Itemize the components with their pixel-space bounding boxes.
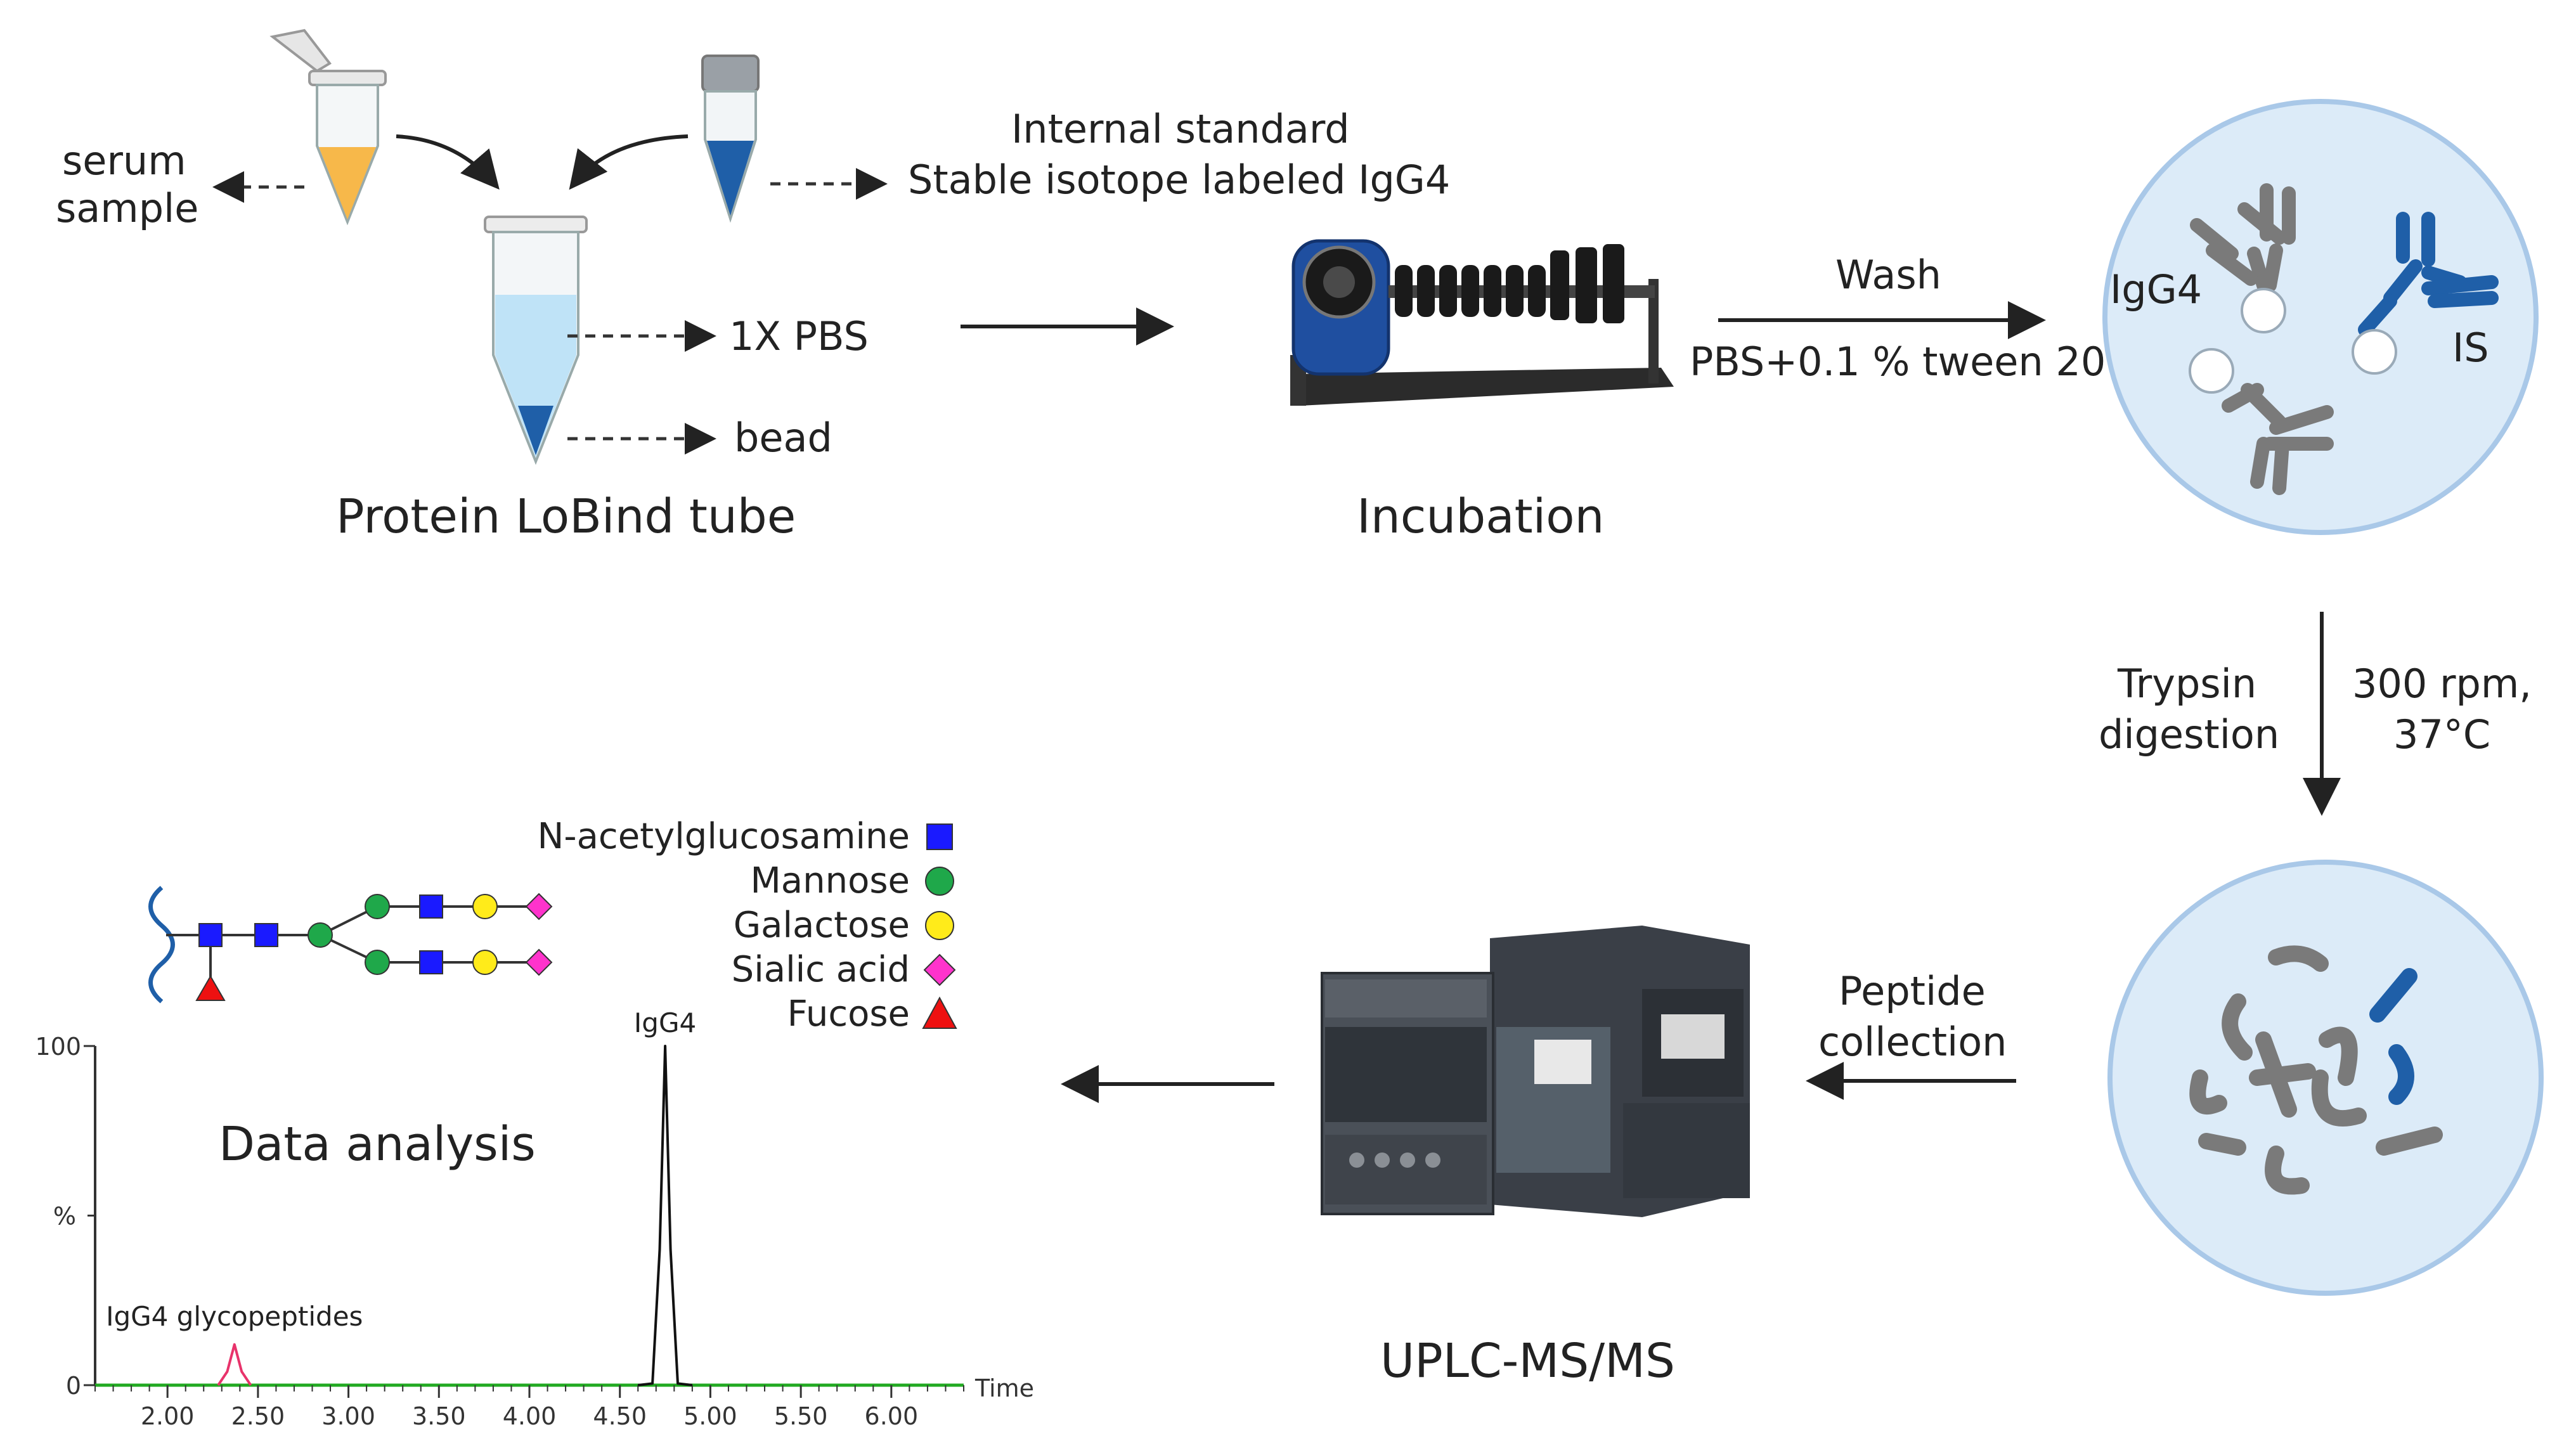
legend-symbol-circle-icon — [925, 867, 954, 896]
incubation-label: Incubation — [1357, 489, 1604, 544]
serum-label-1: serum — [62, 138, 186, 184]
chromatogram-chart: 2.00 2.50 3.00 3.50 4.00 4.50 5.00 5.50 6.00 0 100… — [35, 1007, 1034, 1430]
bead-sphere — [2241, 288, 2286, 333]
x-tick-label-7: 5.50 — [774, 1402, 828, 1430]
standard-to-tube-arrow — [569, 134, 689, 190]
legend-label-3: Sialic acid — [732, 949, 910, 990]
conditions-label-1: 300 rpm, — [2352, 661, 2532, 707]
bead-sphere-3 — [2352, 329, 2397, 375]
x-tick-label-5: 4.50 — [593, 1402, 647, 1430]
x-tick-label-6: 5.00 — [683, 1402, 737, 1430]
is-antibody-icon — [2358, 212, 2499, 337]
y-tick-label-1: 100 — [35, 1033, 81, 1061]
standard-liquid — [707, 141, 754, 216]
legend-symbol-diamond-icon — [923, 953, 956, 986]
x-tick-label-4: 4.00 — [503, 1402, 557, 1430]
legend-symbol-square-icon — [926, 823, 953, 850]
legend-label-1: Mannose — [750, 860, 910, 901]
annotation-label-1: IgG4 glycopeptides — [106, 1301, 363, 1332]
legend-label-0: N-acetylglucosamine — [537, 816, 910, 857]
bead-sphere-2 — [2189, 348, 2234, 394]
x-tick-label-2: 3.00 — [321, 1402, 375, 1430]
bead-label: bead — [734, 415, 832, 461]
legend-symbol-triangle-icon — [922, 996, 957, 1029]
x-tick-label-8: 6.00 — [865, 1402, 919, 1430]
y-axis-label: % — [53, 1203, 76, 1230]
series-line-0 — [637, 1045, 693, 1386]
serum-tube-icon — [269, 29, 387, 226]
wash-label: Wash — [1835, 252, 1941, 298]
internal-standard-label-2: Stable isotope labeled IgG4 — [908, 157, 1450, 203]
x-tick-label-1: 2.50 — [231, 1402, 285, 1430]
internal-standard-label-1: Internal standard — [1011, 106, 1350, 152]
bead-pellet — [518, 406, 553, 455]
igg4-antibody-icon — [2190, 183, 2296, 292]
uplc-ms-instrument-icon — [1321, 926, 1750, 1217]
annotation-label-0: IgG4 — [634, 1007, 696, 1038]
serum-label-2: sample — [56, 185, 198, 231]
peptide-fragments-icon — [2189, 945, 2443, 1195]
is-peptide-fragments-icon — [2369, 968, 2417, 1105]
y-tick-label-0: 0 — [66, 1372, 81, 1400]
trypsin-label-2: digestion — [2099, 711, 2279, 758]
peptide-label-1: Peptide — [1839, 968, 1986, 1014]
wash-buffer-label: PBS+0.1 % tween 20 — [1690, 339, 2106, 385]
lobind-tube-icon — [484, 216, 588, 465]
legend-label-4: Fucose — [787, 993, 910, 1035]
pbs-label: 1X PBS — [729, 313, 869, 359]
lobind-tube-label: Protein LoBind tube — [336, 489, 796, 544]
glycan-structure-icon — [148, 886, 553, 1004]
serum-to-tube-arrow — [396, 134, 500, 190]
conditions-label-2: 37°C — [2393, 711, 2490, 758]
peptide-label-2: collection — [1818, 1019, 2007, 1065]
bead-binding-circle — [2102, 99, 2539, 535]
trypsin-label-1: Trypsin — [2117, 661, 2256, 707]
legend-symbol-circle-icon — [925, 911, 954, 940]
data-analysis-label: Data analysis — [219, 1117, 536, 1172]
rotator-icon — [1290, 239, 1674, 406]
is-label: IS — [2452, 325, 2489, 371]
standard-tube-icon — [701, 55, 760, 223]
x-axis-label: Time — [974, 1374, 1034, 1402]
series-line-1 — [217, 1343, 252, 1386]
uplc-label: UPLC-MS/MS — [1380, 1334, 1675, 1388]
igg4-antibody-icon-2 — [2222, 383, 2334, 495]
serum-liquid — [319, 147, 376, 219]
x-tick-label-0: 2.00 — [141, 1402, 195, 1430]
pbs-liquid — [495, 295, 576, 458]
igg4-label: IgG4 — [2110, 266, 2202, 313]
legend-label-2: Galactose — [734, 905, 910, 946]
x-tick-label-3: 3.50 — [412, 1402, 466, 1430]
glycan-legend: N-acetylglucosamineMannoseGalactoseSiali… — [537, 816, 957, 1035]
